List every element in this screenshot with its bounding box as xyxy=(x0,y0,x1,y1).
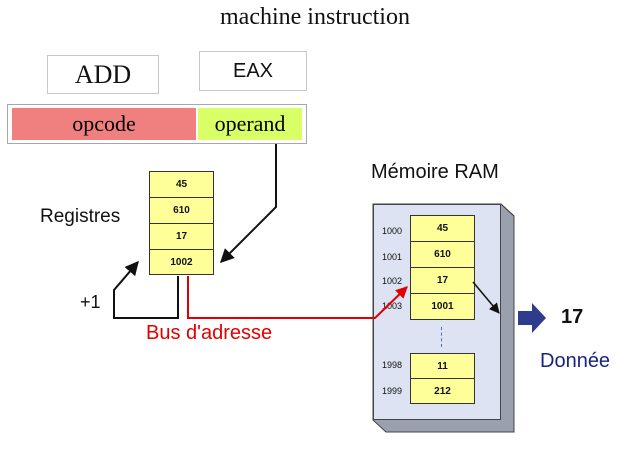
ram-bottom-cells: 11 212 xyxy=(410,353,475,404)
mnemonic-box: ADD xyxy=(47,55,159,94)
output-label: Donnée xyxy=(540,350,611,372)
registers-label: Registres xyxy=(40,206,121,227)
ram-address: 1002 xyxy=(382,276,403,286)
register-stack: 45 610 17 1002 xyxy=(149,171,214,275)
arrow-right-icon xyxy=(518,303,546,333)
address-bus-label: Bus d'adresse xyxy=(146,322,273,344)
ram-top-cells: 45 610 17 1001 xyxy=(410,215,475,320)
ram-cell: 45 xyxy=(410,215,475,242)
ram-address: 1000 xyxy=(382,226,403,236)
ram-block: 1000 1001 1002 1003 1998 1999 45 610 17 … xyxy=(373,204,501,420)
ram-address: 1998 xyxy=(382,360,403,370)
operand-to-register-arrow xyxy=(220,144,277,263)
operand-value-box: EAX xyxy=(199,51,307,91)
register-cell: 1002 xyxy=(149,249,214,275)
output-value: 17 xyxy=(561,306,584,328)
increment-label: +1 xyxy=(80,292,101,312)
ram-title: Mémoire RAM xyxy=(371,161,499,183)
address-bus-line xyxy=(187,276,408,319)
ram-cell: 1001 xyxy=(410,293,475,320)
ram-edge xyxy=(500,203,515,217)
register-cell: 610 xyxy=(149,197,214,224)
operand-value-text: EAX xyxy=(232,59,274,82)
ram-address: 1001 xyxy=(382,252,403,262)
ram-cell: 610 xyxy=(410,241,475,268)
ram-address: 1003 xyxy=(382,301,403,311)
ellipsis-divider xyxy=(441,327,442,347)
ram-output-arrow xyxy=(472,281,500,314)
increment-loop-arrow xyxy=(113,260,179,319)
register-cell: 45 xyxy=(149,171,214,198)
instruction-format: opcode operand xyxy=(7,104,307,144)
mnemonic-text: ADD xyxy=(74,59,132,89)
ram-cell: 212 xyxy=(410,378,475,404)
opcode-field: opcode xyxy=(12,108,196,140)
operand-field: operand xyxy=(198,108,302,140)
diagram-title: machine instruction xyxy=(220,4,410,30)
ram-address: 1999 xyxy=(382,386,403,396)
